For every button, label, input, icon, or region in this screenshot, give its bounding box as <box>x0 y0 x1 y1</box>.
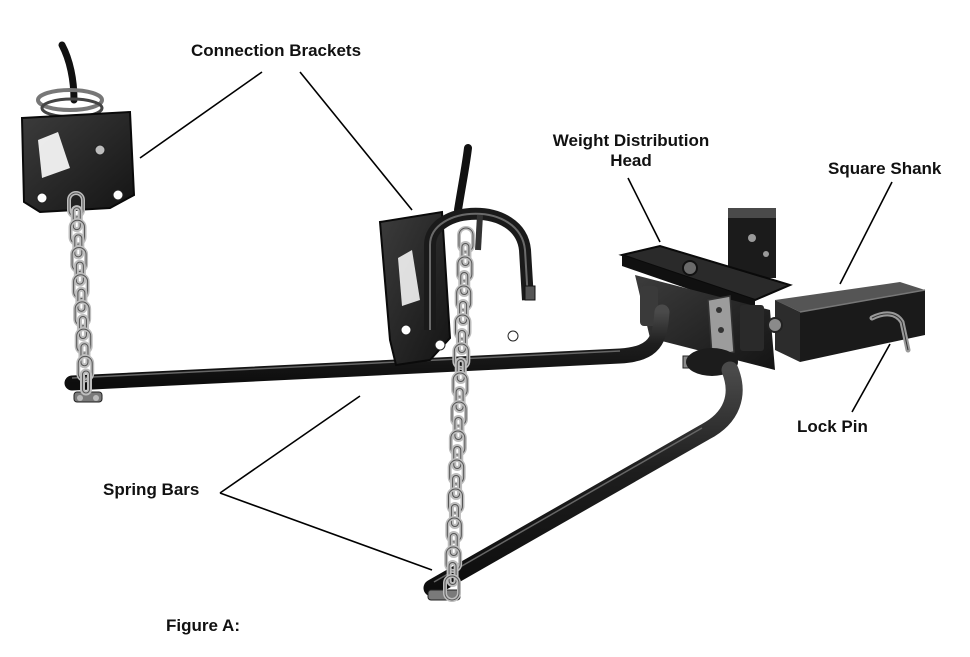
chain-link-outline <box>75 261 84 285</box>
leader-weight-distribution-head <box>627 177 661 243</box>
chain-link <box>455 328 468 355</box>
leader-lock-pin <box>851 343 891 413</box>
chain-link <box>451 444 464 471</box>
label-square-shank: Square Shank <box>828 159 942 178</box>
square-shank <box>775 282 926 362</box>
chain-link-outline <box>456 285 472 311</box>
connection-bracket-center <box>378 144 536 367</box>
figure-caption: Figure A: <box>166 616 240 635</box>
chain-link-outline <box>453 446 462 469</box>
chain-link <box>459 241 472 268</box>
chain-link-outline <box>461 243 470 266</box>
connection-bracket-left <box>20 41 136 214</box>
chain-link-outline <box>71 246 87 272</box>
weight-distribution-head <box>618 208 793 376</box>
chain-link-outline <box>458 227 474 253</box>
leader-square-shank <box>839 181 893 285</box>
chain-link-outline <box>455 314 470 340</box>
chain-link-outline <box>73 274 89 300</box>
chain-link-outline <box>453 343 469 369</box>
chain-link-outline <box>444 575 460 601</box>
chain-link-outline <box>448 488 463 514</box>
spring-bar-left <box>64 304 670 403</box>
chain-link-outline <box>449 533 458 556</box>
chain-link-outline <box>455 388 464 411</box>
chain-link <box>452 415 465 442</box>
spring-bar-right <box>423 361 743 601</box>
chain-link <box>458 270 471 297</box>
chain-link <box>453 386 466 413</box>
chain-link-outline <box>77 288 86 312</box>
chain-link-outline <box>460 272 469 295</box>
label-weight-distribution-head-line2: Head <box>610 151 652 170</box>
label-connection-brackets: Connection Brackets <box>191 41 362 60</box>
chain-link-outline <box>454 417 463 440</box>
chain-link-outline <box>451 401 467 427</box>
chain-link-outline <box>72 207 81 231</box>
chain-center <box>443 226 475 602</box>
chain-link-outline <box>450 504 459 527</box>
chain-link <box>447 531 460 558</box>
leader-lines <box>139 71 893 571</box>
chain-link <box>450 473 463 500</box>
chain-link-outline <box>450 430 466 456</box>
chain-link <box>448 502 461 529</box>
chain-link-outline <box>446 517 462 543</box>
label-spring-bars: Spring Bars <box>103 480 200 499</box>
label-lock-pin: Lock Pin <box>797 417 868 436</box>
chain-link-outline <box>68 192 84 218</box>
chain-link-outline <box>77 355 93 381</box>
leader-connection-brackets-left <box>139 71 263 159</box>
chain-link-outline <box>76 328 92 354</box>
chain-link-outline <box>74 301 90 327</box>
leader-connection-brackets-center <box>299 71 413 211</box>
chain-link-outline <box>459 301 468 324</box>
chain-link-outline <box>82 370 90 394</box>
chain-link-outline <box>457 330 466 353</box>
chain-link-outline <box>80 343 89 367</box>
chain-link-outline <box>452 475 461 498</box>
chain-link-outline <box>449 459 465 485</box>
label-weight-distribution-head-line1: Weight Distribution <box>552 131 710 150</box>
chain-link-outline <box>452 372 468 398</box>
chain-link-outline <box>456 359 465 382</box>
leader-spring-bars-top <box>219 395 361 494</box>
lock-pin <box>869 311 911 353</box>
chain-left <box>67 191 95 396</box>
chain-link-outline <box>445 546 461 572</box>
chain-link-outline <box>78 316 87 340</box>
chain-link-outline <box>70 219 86 245</box>
leader-spring-bars-bottom <box>219 492 433 571</box>
chain-link-outline <box>457 256 473 282</box>
chain-link-outline <box>74 234 83 258</box>
label-weight-distribution-head: Weight Distribution Head <box>538 131 724 171</box>
chain-link-outline <box>448 562 457 585</box>
chain-link <box>457 299 470 326</box>
